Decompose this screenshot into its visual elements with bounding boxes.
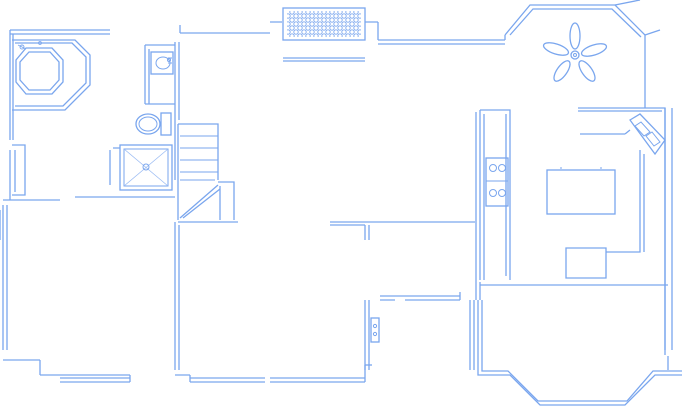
fireplace-hearth-icon bbox=[282, 7, 366, 41]
angled-sink-icon bbox=[629, 113, 666, 156]
left-closet bbox=[0, 144, 175, 240]
kitchen-island bbox=[546, 167, 616, 215]
sink-icon bbox=[150, 51, 174, 75]
staircase bbox=[174, 123, 238, 370]
hot-tub-icon bbox=[12, 39, 91, 111]
toilet-icon bbox=[135, 112, 172, 136]
kitchen-range-icon bbox=[485, 157, 509, 207]
wall-outlet-icon bbox=[370, 317, 380, 343]
shower-icon bbox=[109, 144, 173, 191]
bay-window bbox=[477, 282, 682, 406]
exterior-walls bbox=[2, 21, 506, 383]
ceiling-fan-icon bbox=[542, 22, 608, 82]
sink-icon bbox=[155, 56, 172, 70]
bathroom bbox=[109, 42, 180, 191]
interior-walls bbox=[330, 221, 475, 370]
kitchen bbox=[475, 0, 673, 370]
